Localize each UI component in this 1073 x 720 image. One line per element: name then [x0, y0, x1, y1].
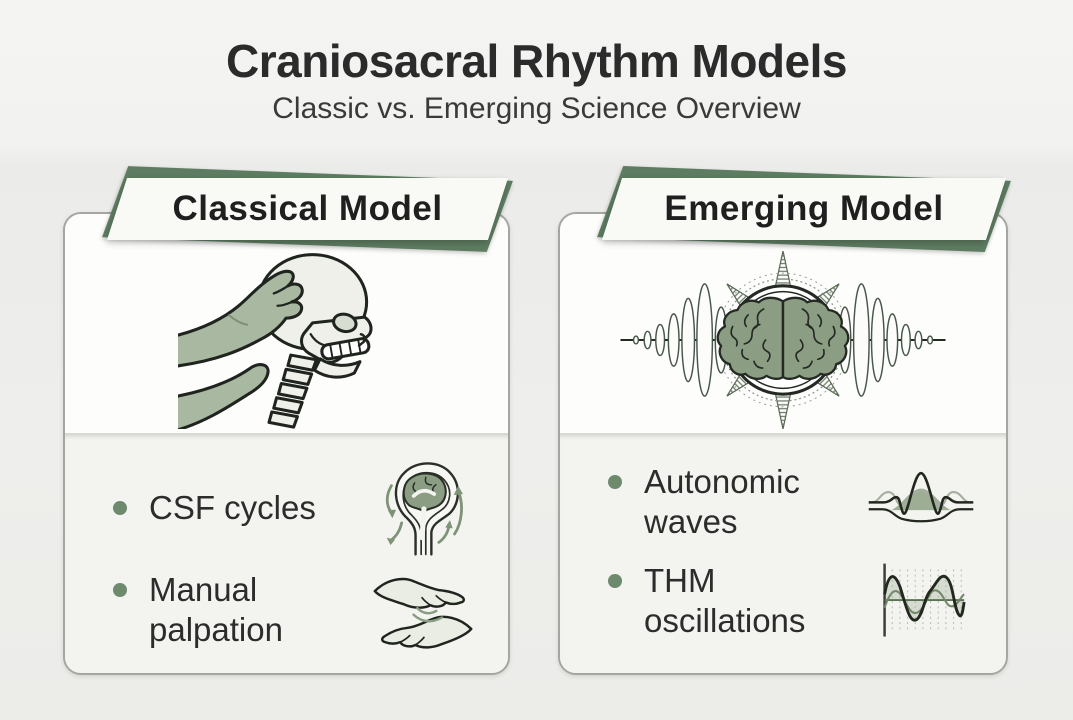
bullet-label: THM oscillations [644, 562, 806, 640]
bullet-label: CSF cycles [149, 488, 316, 526]
thm-oscillation-chart-icon [866, 558, 976, 644]
bullet-dot [113, 583, 127, 598]
page-subtitle: Classic vs. Emerging Science Overview [272, 92, 801, 125]
autonomic-waveform-icon [866, 468, 976, 535]
classical-illustration-area [65, 214, 508, 433]
bullet-dot [113, 500, 127, 515]
emerging-model-banner-label: Emerging Model [664, 189, 944, 228]
hands-palpating-skull-illustration [177, 247, 396, 429]
csf-circulation-icon [368, 456, 478, 560]
list-item: THM oscillations [608, 558, 976, 644]
list-item: CSF cycles [113, 456, 478, 560]
classical-model-panel: Classical Model [63, 166, 513, 675]
classical-bullet-list: CSF cycles [65, 433, 508, 673]
classical-model-banner: Classical Model [102, 166, 513, 252]
bullet-dot [608, 574, 622, 589]
page-title: Craniosacral Rhythm Models [226, 35, 847, 87]
emerging-illustration-area [560, 214, 1006, 433]
emerging-bullet-list: Autonomic waves THM oscillations [560, 433, 1006, 673]
palpating-hands-icon [368, 570, 478, 650]
bullet-dot [608, 474, 622, 489]
emerging-model-panel: Emerging Model [558, 166, 1011, 675]
brain-signal-burst-illustration [618, 251, 948, 429]
emerging-model-banner: Emerging Model [597, 166, 1011, 252]
classical-model-banner-label: Classical Model [172, 189, 443, 228]
bullet-label: Autonomic waves [644, 462, 800, 540]
bullet-label: Manual palpation [149, 571, 283, 649]
list-item: Manual palpation [113, 570, 478, 650]
list-item: Autonomic waves [608, 462, 976, 542]
